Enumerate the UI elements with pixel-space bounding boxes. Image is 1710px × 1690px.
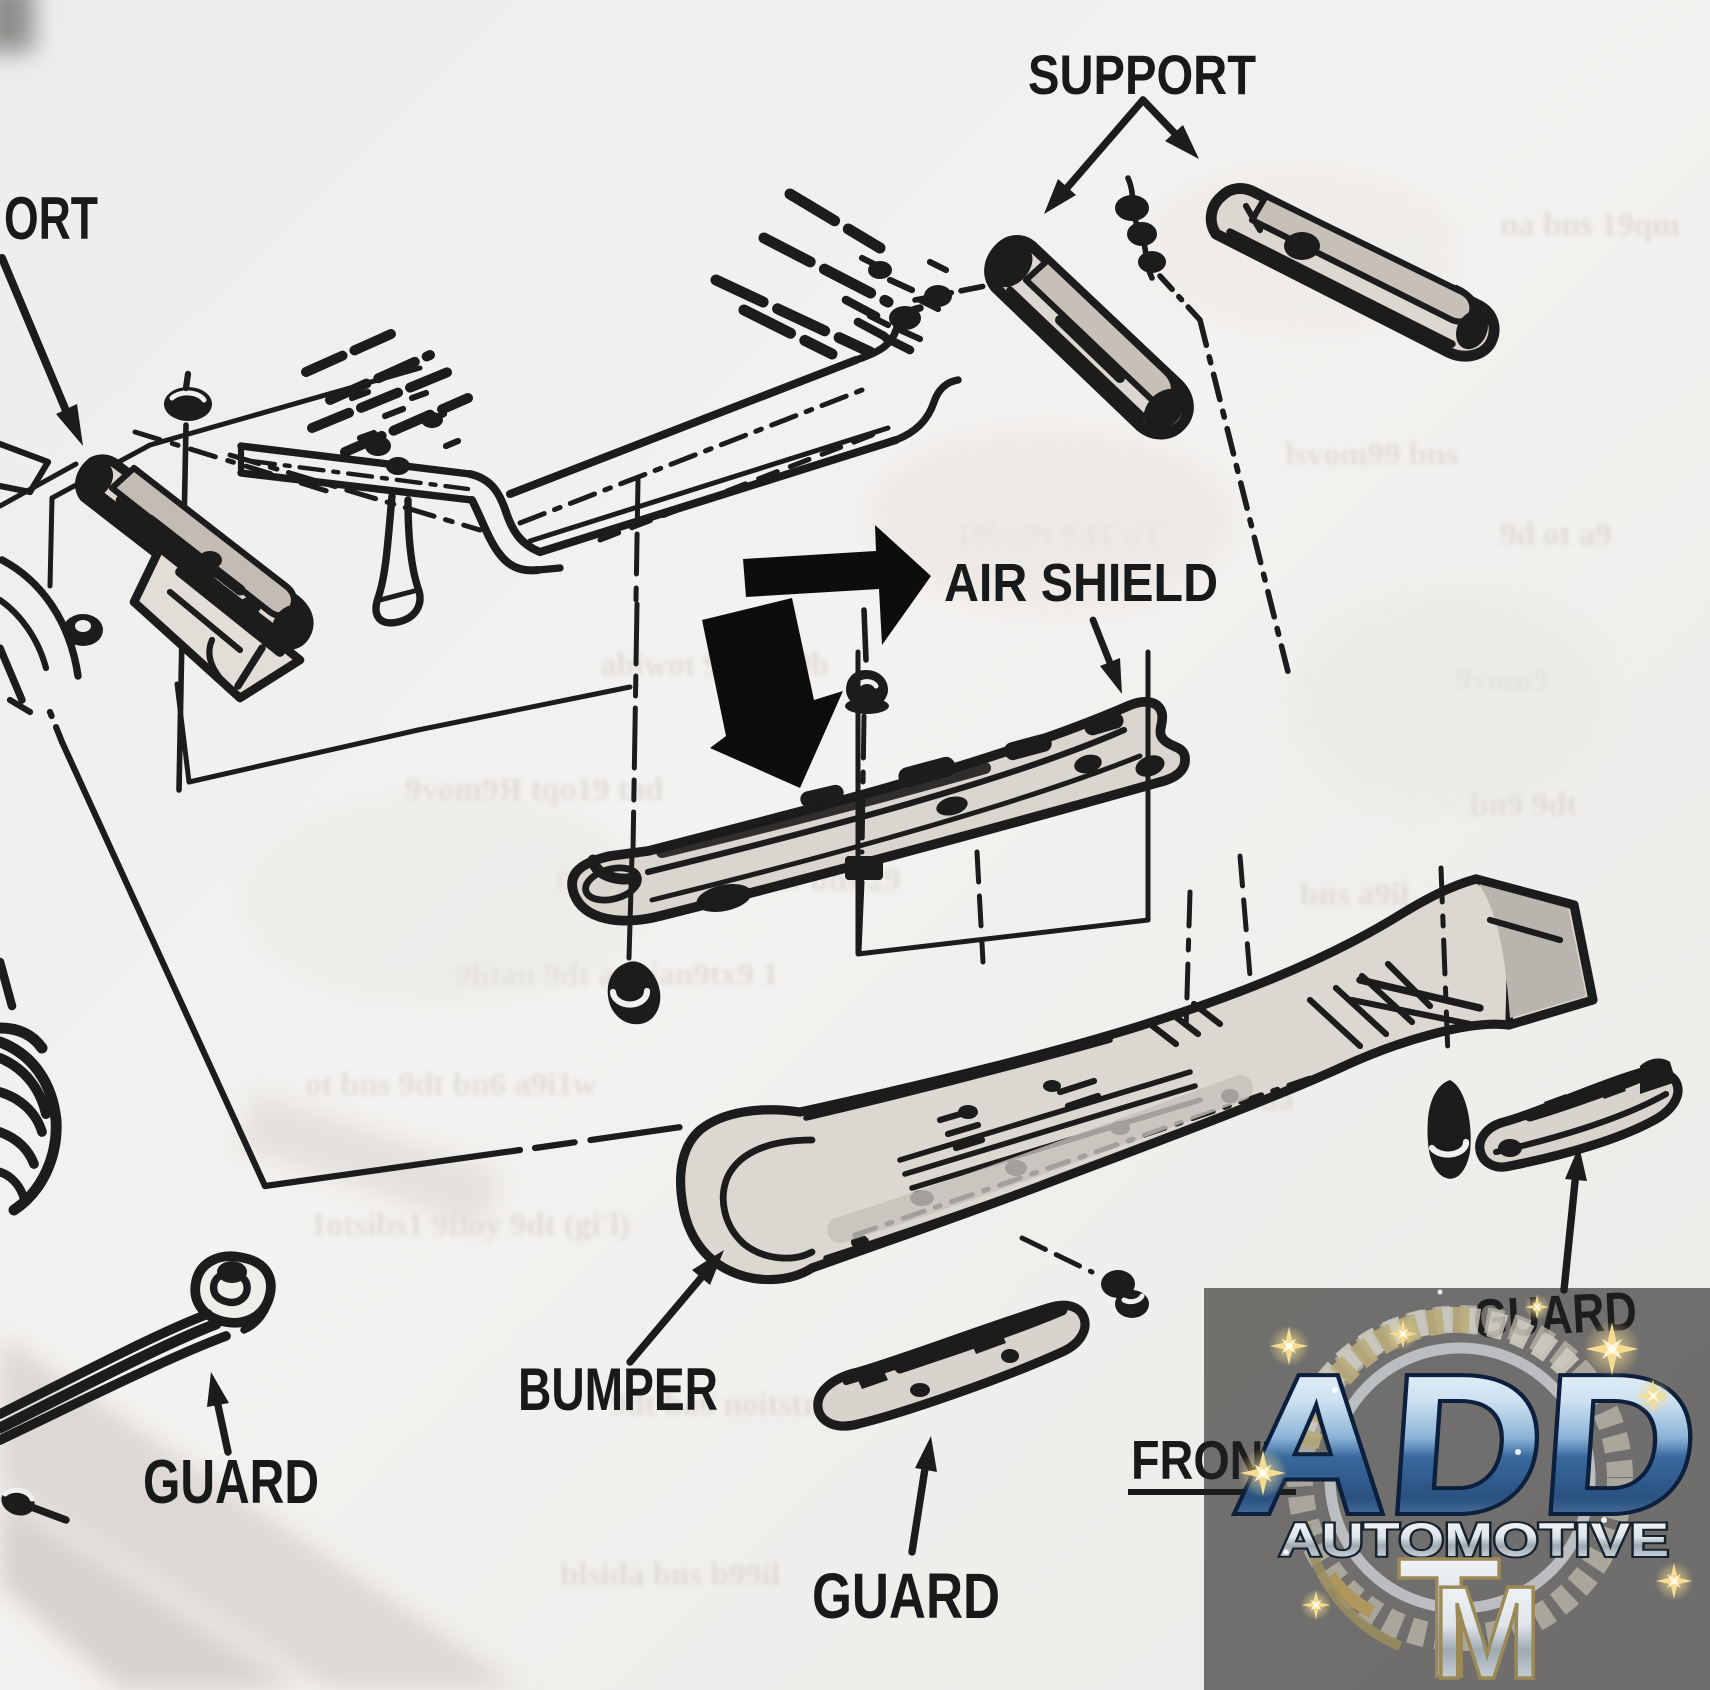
svg-text:GUARD: GUARD [812, 1560, 1000, 1632]
svg-text:lsvom99 bns: lsvom99 bns [1285, 437, 1458, 473]
svg-text:9d ot a9: 9d ot a9 [1500, 517, 1612, 553]
svg-text:BUMPER: BUMPER [518, 1356, 718, 1423]
svg-text:SUPPORT: SUPPORT [1028, 43, 1256, 106]
svg-text:blsida bns b99il: blsida bns b99il [560, 1557, 780, 1593]
svg-text:na bns 19qm: na bns 19qm [1500, 207, 1680, 243]
svg-text:M: M [1432, 1559, 1542, 1690]
svg-text:bns a9il: bns a9il [1300, 877, 1409, 913]
svg-text:GUARD: GUARD [143, 1448, 319, 1517]
svg-text:ADD: ADD [1229, 1334, 1704, 1554]
svg-text:T: T [1397, 1523, 1501, 1690]
svg-text:ot bns 9dt bn6 a9i1w: ot bns 9dt bn6 a9i1w [305, 1067, 597, 1103]
svg-text:AIR SHIELD: AIR SHIELD [944, 553, 1218, 613]
svg-text:ORT: ORT [4, 185, 98, 252]
